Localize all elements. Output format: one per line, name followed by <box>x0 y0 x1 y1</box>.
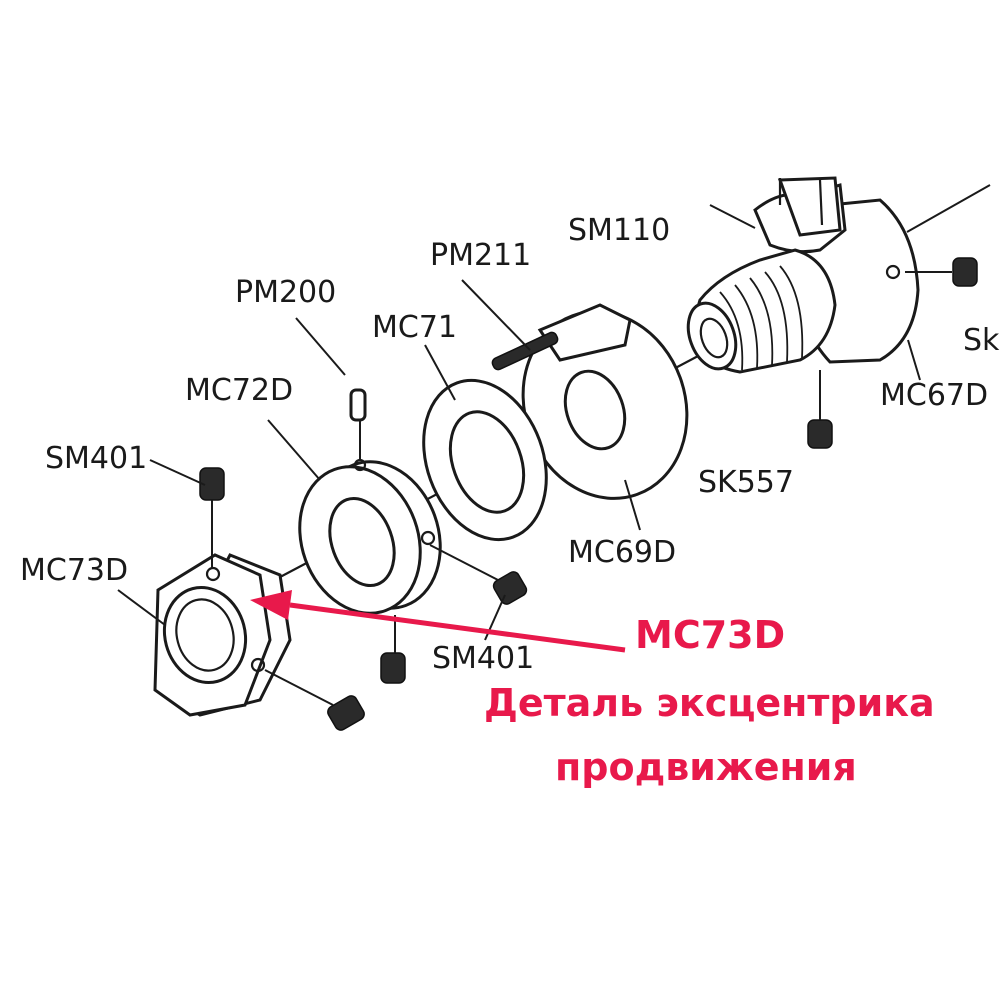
screw-bottom-center <box>380 652 406 684</box>
part-mc72d-collar <box>298 458 442 615</box>
label-pm211: PM211 <box>430 238 531 273</box>
label-mc67d: MC67D <box>880 378 988 413</box>
part-mc67d-shaft <box>686 176 920 374</box>
part-pm200-pin <box>349 388 367 422</box>
label-sm110: SM110 <box>568 213 670 248</box>
label-sm401-bottom: SM401 <box>432 641 534 676</box>
screw-mid <box>492 571 528 605</box>
label-mc71: MC71 <box>372 310 457 345</box>
callout-arrow <box>250 590 626 653</box>
part-mc71-washer <box>422 378 548 542</box>
label-mc72d: MC72D <box>185 373 293 408</box>
label-mc73d: MC73D <box>20 553 128 588</box>
label-sk-partial: Sk <box>963 323 1000 358</box>
part-mc73d-nut <box>153 553 292 717</box>
part-pm211-pin <box>491 331 559 371</box>
label-sm401-top: SM401 <box>45 441 147 476</box>
screw-right-top <box>952 257 978 287</box>
leader-lines <box>117 184 991 706</box>
screw-sk557 <box>807 419 833 449</box>
callout-line-1: Деталь эксцентрика <box>484 681 935 725</box>
label-pm200: PM200 <box>235 275 336 310</box>
callout-line-2: продвижения <box>555 745 857 789</box>
label-sk557: SK557 <box>698 465 794 500</box>
callout-part-code: MC73D <box>635 613 785 657</box>
screw-bottom-left <box>327 695 365 731</box>
label-mc69d: MC69D <box>568 535 676 570</box>
